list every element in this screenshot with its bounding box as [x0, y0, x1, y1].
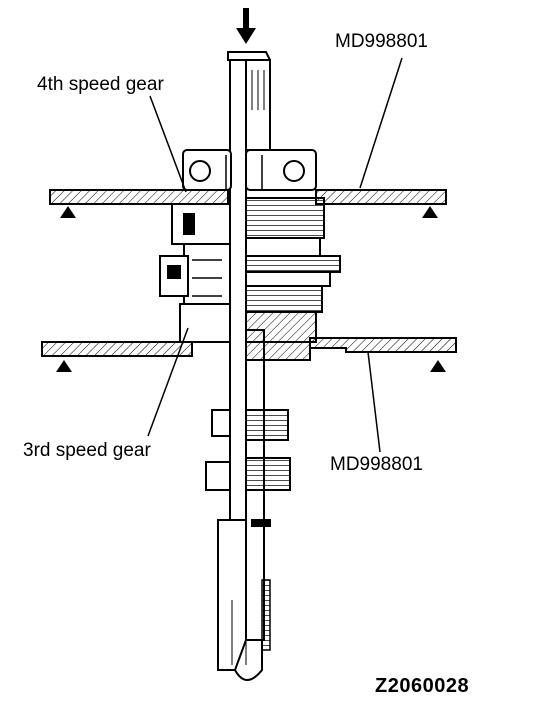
- lower-support-plate: [41, 337, 457, 372]
- main-shaft: [217, 51, 271, 681]
- bearing: [182, 149, 317, 191]
- special-tool-top-label: MD998801: [335, 31, 428, 52]
- fourth-speed-gear-label: 4th speed gear: [37, 74, 164, 95]
- lower-gears: [205, 409, 291, 491]
- special-tool-bottom-label: MD998801: [330, 454, 423, 475]
- third-speed-gear-label: 3rd speed gear: [23, 440, 151, 461]
- leader-lines: [147, 57, 403, 453]
- synchronizer-assembly: [159, 203, 231, 343]
- gear-stack: [245, 197, 341, 361]
- press-arrow: [236, 8, 256, 44]
- figure-code: Z2060028: [375, 675, 470, 697]
- upper-support-plate: [49, 189, 447, 218]
